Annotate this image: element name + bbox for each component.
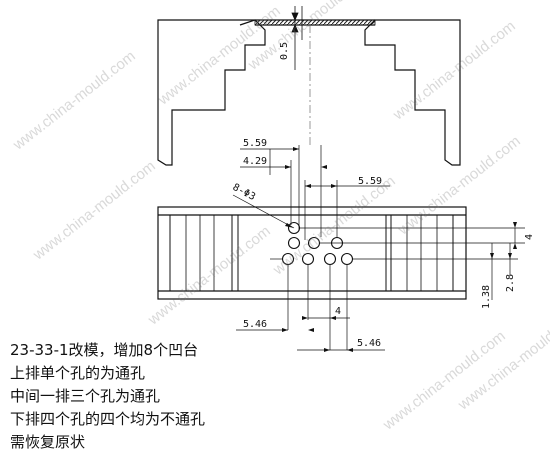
plan-view (157, 206, 467, 300)
holes (281, 221, 354, 266)
dim-hole-callout: 8-Φ3 (231, 182, 257, 203)
dim-pitch-a: 5.59 (243, 138, 267, 149)
hole-bottom-row (323, 252, 337, 266)
dim-bottom-left: 5.46 (243, 319, 267, 330)
note-line: 中间一排三个孔为通孔 (10, 387, 161, 405)
side-view-outline (157, 19, 266, 144)
dim-right-vertical-small: 2.8 (505, 274, 516, 292)
hatched-top-surface (254, 19, 376, 26)
note-line: 23-33-1改模，增加8个凹台 (10, 341, 199, 359)
side-view-outline-right (364, 19, 461, 144)
dim-bottom-right: 5.46 (357, 338, 381, 349)
plan-view-outline (157, 206, 467, 300)
dim-pitch-c: 5.59 (358, 176, 382, 187)
hole-bottom-row (301, 252, 315, 266)
hole-middle-row (287, 236, 301, 250)
note-line: 下排四个孔的四个均为不通孔 (10, 410, 206, 428)
arrowheads (282, 147, 517, 352)
dim-pitch-b: 4.29 (243, 156, 267, 167)
note-line: 需恢复原状 (10, 433, 86, 451)
dim-top-depth: 0.5 (279, 42, 290, 60)
hole-bottom-row (340, 252, 354, 266)
hole-bottom-row (281, 252, 295, 266)
dim-right-vertical: 4 (524, 234, 535, 240)
dim-left-vertical: 1.38 (481, 285, 492, 309)
side-view (157, 19, 461, 166)
dimension-lines (232, 145, 525, 351)
notes-block: 23-33-1改模，增加8个凹台 上排单个孔的为通孔 中间一排三个孔为通孔 下排… (10, 339, 310, 454)
hole-middle-row (307, 236, 321, 250)
depth-dimension (291, 6, 303, 70)
dim-bottom-pitch: 4 (335, 306, 341, 317)
note-line: 上排单个孔的为通孔 (10, 364, 146, 382)
